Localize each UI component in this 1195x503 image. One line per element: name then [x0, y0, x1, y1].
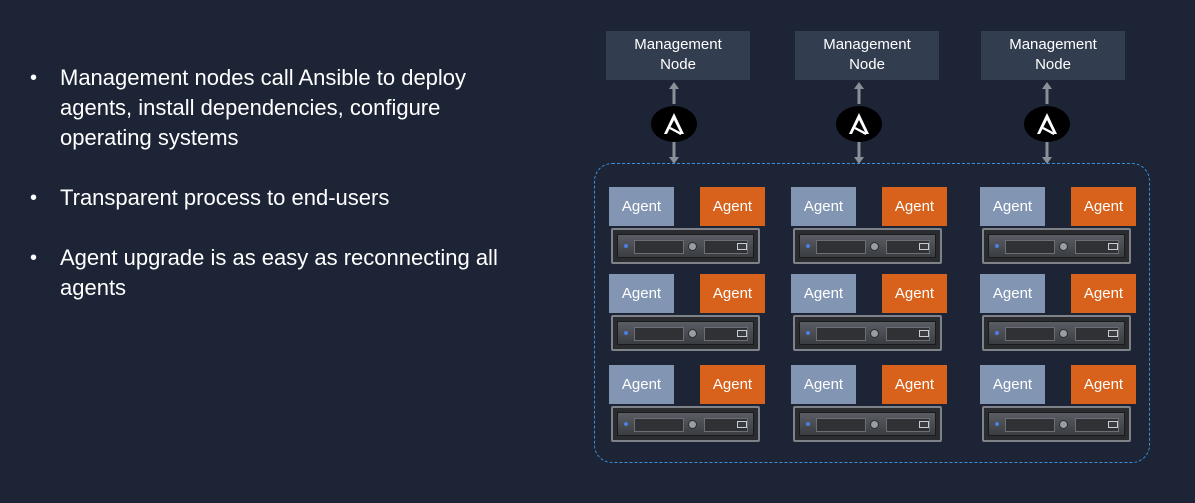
power-button-icon — [870, 329, 879, 338]
agent-box-orange: Agent — [1071, 274, 1136, 313]
management-node-label: Management — [1009, 36, 1097, 53]
management-node-label: Node — [849, 56, 885, 73]
drive-slot — [816, 327, 866, 341]
agent-box-orange: Agent — [882, 187, 947, 226]
bullet-dot: • — [30, 67, 38, 89]
drive-slot — [816, 240, 866, 254]
bullet-text: Agent upgrade is as easy as reconnecting… — [60, 245, 498, 300]
server-face — [799, 321, 936, 345]
bullet-dot: • — [30, 187, 38, 209]
ansible-logo-icon — [1024, 106, 1070, 142]
power-button-icon — [688, 242, 697, 251]
port-icon — [1108, 243, 1118, 250]
drive-slot — [634, 327, 684, 341]
server-face — [617, 412, 754, 436]
agent-box-blue: Agent — [980, 365, 1045, 404]
agent-box-blue: Agent — [791, 187, 856, 226]
power-button-icon — [1059, 242, 1068, 251]
server-rack-icon — [611, 228, 760, 264]
server-rack-icon — [793, 406, 942, 442]
agent-box-orange: Agent — [1071, 187, 1136, 226]
server-led — [624, 331, 628, 335]
agent-box-orange: Agent — [882, 274, 947, 313]
port-icon — [737, 330, 747, 337]
bullet-item: • Transparent process to end-users — [28, 183, 389, 213]
power-button-icon — [1059, 420, 1068, 429]
agent-box-orange: Agent — [700, 365, 765, 404]
port-icon — [1108, 330, 1118, 337]
server-rack-icon — [793, 315, 942, 351]
server-face — [617, 321, 754, 345]
port-icon — [737, 421, 747, 428]
management-node-label: Management — [634, 36, 722, 53]
agent-box-blue: Agent — [980, 274, 1045, 313]
drive-slot — [1005, 327, 1055, 341]
bullet-dot: • — [30, 247, 38, 269]
agent-box-orange: Agent — [1071, 365, 1136, 404]
agent-box-orange: Agent — [700, 274, 765, 313]
server-led — [995, 422, 999, 426]
server-rack-icon — [982, 315, 1131, 351]
power-button-icon — [688, 329, 697, 338]
management-node-label: Node — [660, 56, 696, 73]
port-icon — [737, 243, 747, 250]
power-button-icon — [688, 420, 697, 429]
power-button-icon — [1059, 329, 1068, 338]
agent-box-blue: Agent — [980, 187, 1045, 226]
management-node-label: Management — [823, 36, 911, 53]
ansible-logo-icon — [836, 106, 882, 142]
server-led — [806, 422, 810, 426]
management-node-label: Node — [1035, 56, 1071, 73]
agent-box-blue: Agent — [609, 365, 674, 404]
server-face — [988, 234, 1125, 258]
server-face — [799, 412, 936, 436]
agent-box-orange: Agent — [882, 365, 947, 404]
drive-slot — [634, 418, 684, 432]
server-rack-icon — [982, 228, 1131, 264]
server-rack-icon — [611, 315, 760, 351]
bullet-text: Transparent process to end-users — [60, 185, 390, 210]
drive-slot — [816, 418, 866, 432]
double-arrow-icon — [854, 82, 864, 164]
server-led — [624, 422, 628, 426]
port-icon — [1108, 421, 1118, 428]
agent-box-blue: Agent — [791, 365, 856, 404]
server-rack-icon — [982, 406, 1131, 442]
server-face — [988, 412, 1125, 436]
double-arrow-icon — [669, 82, 679, 164]
management-node: Management Node — [981, 31, 1125, 80]
bullet-item: • Agent upgrade is as easy as reconnecti… — [28, 243, 498, 303]
server-face — [617, 234, 754, 258]
management-node: Management Node — [606, 31, 750, 80]
ansible-logo-icon — [651, 106, 697, 142]
agent-box-blue: Agent — [791, 274, 856, 313]
server-rack-icon — [611, 406, 760, 442]
drive-slot — [1005, 240, 1055, 254]
server-led — [806, 331, 810, 335]
server-led — [995, 331, 999, 335]
drive-slot — [1005, 418, 1055, 432]
management-node: Management Node — [795, 31, 939, 80]
double-arrow-icon — [1042, 82, 1052, 164]
server-face — [988, 321, 1125, 345]
power-button-icon — [870, 242, 879, 251]
port-icon — [919, 330, 929, 337]
server-led — [995, 244, 999, 248]
drive-slot — [634, 240, 684, 254]
server-face — [799, 234, 936, 258]
server-led — [806, 244, 810, 248]
agent-box-blue: Agent — [609, 274, 674, 313]
agent-box-blue: Agent — [609, 187, 674, 226]
server-rack-icon — [793, 228, 942, 264]
bullet-text: Management nodes call Ansible to deploy … — [60, 65, 467, 150]
agent-box-orange: Agent — [700, 187, 765, 226]
bullet-item: • Management nodes call Ansible to deplo… — [28, 63, 498, 153]
port-icon — [919, 421, 929, 428]
server-led — [624, 244, 628, 248]
cluster-boundary — [594, 163, 1150, 463]
power-button-icon — [870, 420, 879, 429]
port-icon — [919, 243, 929, 250]
